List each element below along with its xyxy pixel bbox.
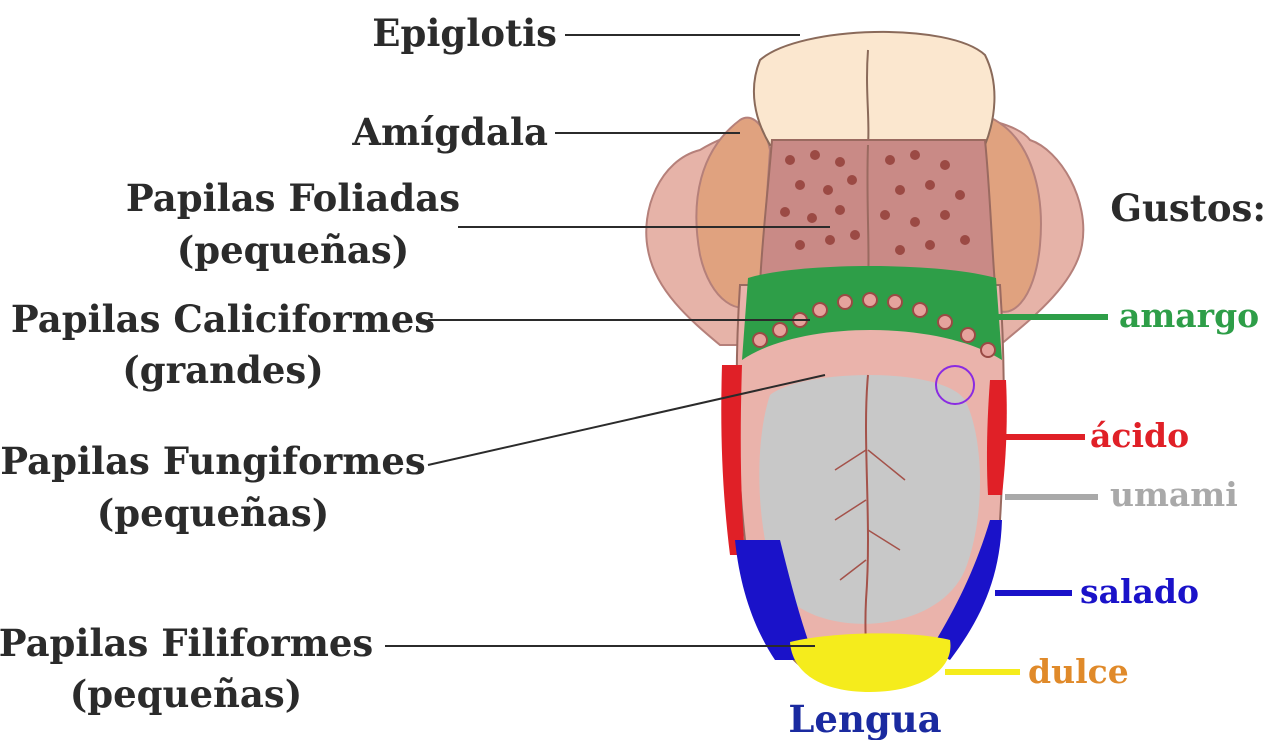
sour-zone-right (987, 380, 1007, 495)
taste-acido: ácido (1090, 416, 1189, 455)
label-fungiformes-1: Papilas Fungiformes (0, 439, 425, 483)
central-zone (759, 375, 980, 624)
sweet-zone (790, 633, 950, 692)
label-caliciformes-1: Papilas Caliciformes (11, 297, 435, 341)
label-filiformes-1: Papilas Filiformes (0, 621, 373, 665)
diagram-caption: Lengua (788, 697, 941, 740)
taste-salado: salado (1080, 572, 1199, 611)
label-filiformes-2: (pequeñas) (70, 672, 302, 716)
label-amigdala: Amígdala (351, 110, 548, 154)
tastes-heading: Gustos: (1110, 186, 1266, 230)
taste-dulce: dulce (1028, 652, 1129, 691)
label-foliadas-2: (pequeñas) (177, 228, 409, 272)
label-caliciformes-2: (grandes) (122, 348, 324, 392)
foliate-zone (760, 140, 995, 285)
label-fungiformes-2: (pequeñas) (97, 491, 329, 535)
taste-amargo: amargo (1119, 296, 1259, 335)
epiglottis-shape (754, 32, 995, 145)
label-foliadas-1: Papilas Foliadas (126, 176, 460, 220)
label-epiglotis: Epiglotis (372, 11, 557, 55)
taste-umami: umami (1110, 475, 1238, 514)
